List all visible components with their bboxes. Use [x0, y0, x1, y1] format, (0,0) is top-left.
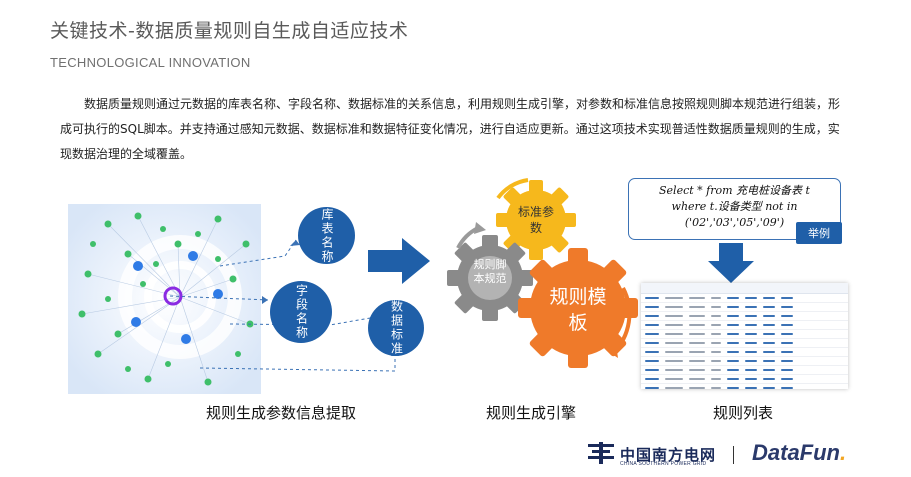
caption-engine: 规则生成引擎	[486, 404, 577, 422]
gear-label-standard-param: 标准参数	[518, 205, 555, 235]
datafun-logo-text: DataFun	[752, 440, 840, 465]
page-subtitle: TECHNOLOGICAL INNOVATION	[50, 55, 251, 70]
param-field-name-label: 字段名称	[294, 284, 309, 340]
page-title: 关键技术-数据质量规则自生成自适应技术	[50, 20, 409, 42]
param-data-standard-label: 数据标准	[389, 300, 404, 356]
grid-logo-icon	[588, 442, 614, 464]
datafun-logo: DataFun.	[752, 440, 846, 466]
grid-logo-subtext: CHINA SOUTHERN POWER GRID	[620, 461, 707, 467]
gear-label-template: 规则模板	[549, 286, 607, 334]
rule-list-table	[641, 283, 848, 389]
param-table-name-label: 库表名称	[320, 207, 334, 264]
arrow-down-icon	[708, 243, 754, 283]
rule-engine-gears	[447, 178, 638, 368]
gear-gray-icon	[447, 235, 533, 321]
sql-line-2: where t.设备类型 not in	[671, 200, 798, 213]
gear-label-script-spec: 规则脚本规范	[473, 258, 507, 285]
gear-yellow-icon	[496, 180, 576, 260]
param-data-standard: 数据标准	[368, 300, 424, 356]
param-table-name: 库表名称	[298, 207, 355, 264]
logo-divider	[733, 446, 734, 464]
arrow-right-icon	[368, 238, 430, 284]
grid-logo-text: 中国南方电网	[620, 446, 717, 464]
metadata-graph	[68, 204, 261, 394]
gear-orange-icon	[518, 248, 638, 368]
caption-rule-list: 规则列表	[713, 404, 774, 422]
caption-extract: 规则生成参数信息提取	[206, 404, 357, 422]
param-field-name: 字段名称	[270, 281, 332, 343]
intro-paragraph: 数据质量规则通过元数据的库表名称、字段名称、数据标准的关系信息，利用规则生成引擎…	[60, 97, 841, 161]
sql-line-1: Select * from 充电桩设备表 t	[659, 184, 810, 197]
sql-line-3: ('02','03','05','09')	[684, 216, 785, 229]
metadata-graph-image	[68, 204, 261, 394]
datafun-logo-dot: .	[840, 440, 847, 465]
example-badge: 举例	[796, 222, 842, 244]
